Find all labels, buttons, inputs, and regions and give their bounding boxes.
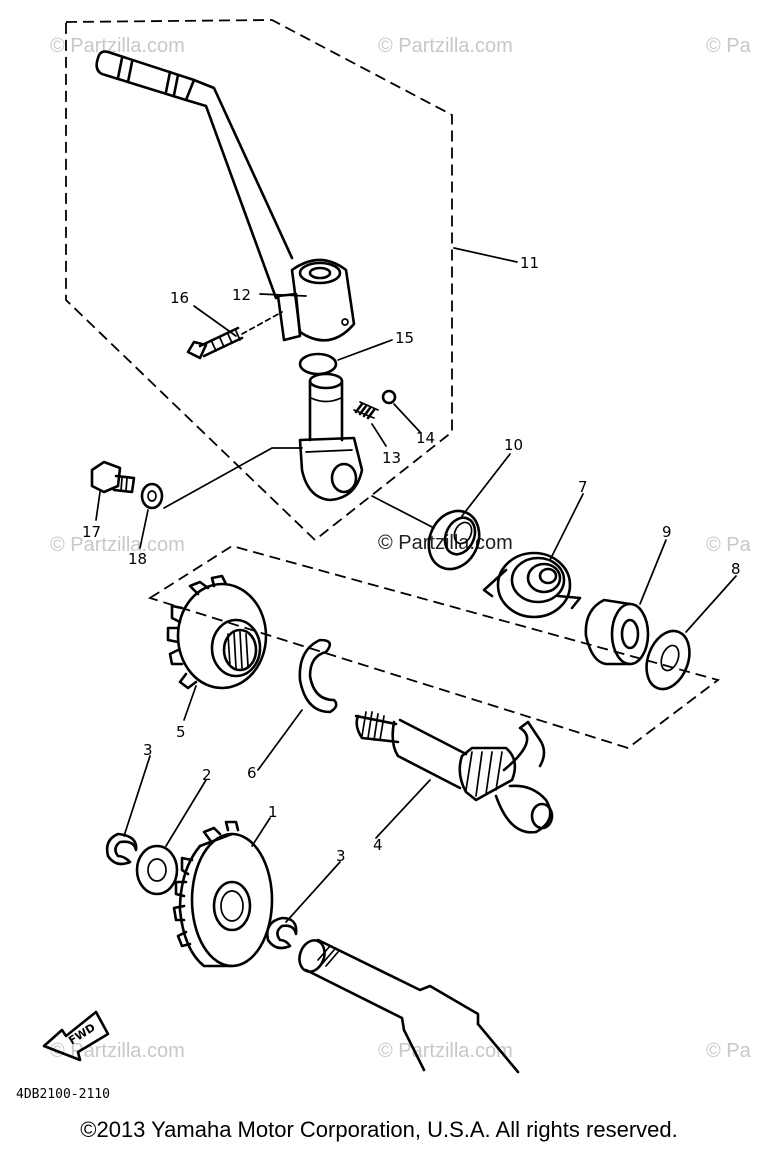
callout-17: 17	[82, 523, 101, 541]
callout-labels: 11 16 15 12 13 14 10 7 9 8 17 18 5 6 4 3…	[82, 254, 741, 865]
circlip	[266, 916, 298, 950]
watermark: © Partzilla.com	[50, 1040, 185, 1062]
o-ring	[298, 352, 338, 376]
transmission-shaft	[298, 938, 520, 1074]
circlip	[298, 638, 338, 714]
watermark: © Pa	[706, 35, 752, 57]
callout-16: 16	[170, 289, 189, 307]
washer	[135, 844, 179, 896]
leader-lines	[95, 247, 737, 923]
callout-13: 13	[382, 449, 401, 467]
callout-11: 11	[520, 254, 539, 272]
callout-1: 1	[268, 803, 278, 821]
kick-axle-assembly-boundary	[147, 545, 720, 749]
callout-2: 2	[202, 766, 212, 784]
callout-6: 6	[247, 764, 257, 782]
callout-18: 18	[128, 550, 147, 568]
oil-seal	[427, 509, 481, 571]
callout-9: 9	[662, 523, 672, 541]
callout-15: 15	[395, 329, 414, 347]
thrust-washer	[645, 629, 691, 691]
torsion-spring	[482, 551, 582, 619]
spring-guide	[584, 598, 650, 666]
callout-5: 5	[176, 723, 186, 741]
assembly-line	[163, 447, 303, 509]
circlip	[105, 832, 138, 866]
callout-7: 7	[578, 478, 588, 496]
kick-lever	[95, 50, 356, 342]
watermark: © Pa	[706, 534, 752, 556]
assembly-line	[371, 495, 435, 529]
watermark: © Partzilla.com	[50, 534, 185, 556]
detent-ball	[381, 389, 397, 405]
callout-14: 14	[416, 429, 435, 447]
watermark-layer: © Partzilla.com © Partzilla.com © Pa © P…	[50, 35, 752, 1062]
callout-12: 12	[232, 286, 251, 304]
washer	[140, 482, 164, 510]
diagram-code: 4DB2100-2110	[16, 1087, 110, 1102]
callout-8: 8	[731, 560, 741, 578]
kick-axle	[354, 711, 554, 834]
watermark: © Partzilla.com	[50, 35, 185, 57]
bolt	[90, 460, 136, 494]
watermark: © Pa	[706, 1040, 752, 1062]
copyright-notice: ©2013 Yamaha Motor Corporation, U.S.A. A…	[80, 1117, 678, 1142]
detent-spring	[353, 401, 379, 420]
kick-crank-boss	[298, 372, 364, 502]
callout-10: 10	[504, 436, 523, 454]
ratchet-wheel	[166, 574, 268, 690]
kick-lever-assembly-boundary	[65, 19, 453, 542]
callout-3: 3	[143, 741, 153, 759]
watermark: © Partzilla.com	[378, 35, 513, 57]
kick-idle-gear	[172, 820, 274, 968]
callout-3: 3	[336, 847, 346, 865]
kick-lever-bolt	[186, 311, 283, 360]
callout-4: 4	[373, 836, 383, 854]
